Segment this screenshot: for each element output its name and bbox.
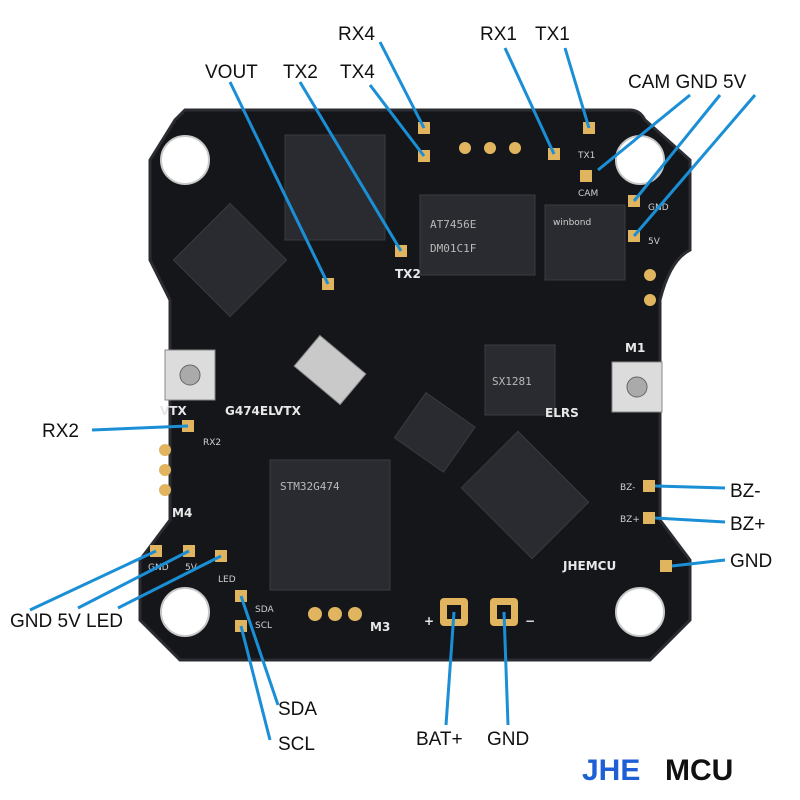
silk-sda: SDA: [255, 605, 274, 615]
mount-hole-top-left: [160, 135, 210, 185]
leader-gnd-top: [632, 94, 722, 202]
label-tx4: TX4: [340, 62, 375, 83]
flight-controller-board: AT7456E DM01C1F winbond STM32G474 SX1281: [138, 108, 692, 662]
leader-tx4: [368, 84, 426, 157]
silk-tx2: TX2: [395, 267, 421, 281]
esp-chip: [460, 430, 590, 560]
label-sda: SDA: [278, 699, 317, 720]
silk-m4: M4: [172, 506, 192, 520]
label-rx4: RX4: [338, 24, 375, 45]
label-tx1: TX1: [535, 24, 570, 45]
rx-chip: [484, 344, 556, 416]
leader-gnd-right: [671, 558, 726, 568]
silk-m3: M3: [370, 620, 390, 634]
label-bat-plus: BAT+: [416, 729, 463, 750]
brand-logo-part2: MCU: [665, 754, 733, 787]
leader-sda: [239, 595, 280, 706]
silk-bz-plus: BZ+: [620, 515, 640, 525]
brand-logo: JHE MCU: [582, 754, 733, 787]
label-vout: VOUT: [205, 62, 258, 83]
silk-vtx: VTX: [160, 404, 187, 418]
leader-tx1: [563, 47, 591, 129]
label-gnd-5v-led: GND 5V LED: [10, 611, 123, 632]
leader-gnd-left: [29, 549, 157, 612]
leader-vout: [228, 81, 330, 285]
silk-m1: M1: [625, 341, 645, 355]
silk-scl: SCL: [255, 621, 272, 631]
osd-chip-label-2: DM01C1F: [430, 242, 476, 255]
silk-led: LED: [218, 575, 236, 585]
vtx-chip: [393, 391, 476, 473]
label-rx2: RX2: [42, 421, 79, 442]
leader-bat-gnd: [502, 611, 510, 726]
mount-hole-top-right: [615, 135, 665, 185]
flash-chip: [544, 204, 626, 281]
silk-bz-minus: BZ-: [620, 483, 635, 493]
leader-cam: [597, 93, 691, 172]
pad-bz-minus: [643, 480, 655, 492]
regulator-chip: [172, 202, 288, 318]
pad-tx1: [583, 122, 595, 134]
silk-5v: 5V: [185, 563, 198, 573]
silk-brand: JHEMCU: [562, 559, 616, 573]
osd-chip-label: AT7456E: [430, 218, 476, 231]
silk-minus: −: [525, 614, 535, 628]
label-bz-plus: BZ+: [730, 514, 765, 535]
label-bz-minus: BZ-: [730, 481, 761, 502]
leader-led: [117, 554, 222, 610]
leader-tx2: [298, 81, 403, 252]
pad-bz-plus: [643, 512, 655, 524]
gyro-chip: [284, 134, 386, 241]
silk-rx2: RX2: [203, 438, 221, 448]
silk-model: G474ELVTX: [225, 404, 302, 418]
leader-rx2: [91, 424, 189, 432]
silk-5v-right: 5V: [648, 237, 661, 247]
leader-5v-left: [77, 549, 190, 610]
leader-rx4: [378, 41, 426, 129]
osd-chip: [419, 194, 536, 276]
leader-5v-top: [632, 94, 757, 237]
mount-hole-bottom-left: [160, 587, 210, 637]
label-tx2: TX2: [283, 62, 318, 83]
silk-tx1: TX1: [577, 151, 595, 161]
mcu-chip: [269, 459, 391, 591]
leader-bz-minus: [654, 484, 726, 490]
leader-rx1: [503, 47, 556, 155]
rx-chip-label: SX1281: [492, 375, 532, 388]
leader-scl: [239, 625, 272, 741]
pad-gnd-right: [660, 560, 672, 572]
inductor: [293, 334, 367, 406]
brand-logo-part1: JHE: [582, 754, 640, 787]
label-rx1: RX1: [480, 24, 517, 45]
label-cam-gnd-5v: CAM GND 5V: [628, 72, 747, 93]
mcu-chip-label: STM32G474: [280, 480, 340, 493]
mount-hole-bottom-right: [615, 587, 665, 637]
flash-chip-label: winbond: [553, 218, 591, 228]
pad-cam: [580, 170, 592, 182]
label-scl: SCL: [278, 734, 315, 755]
silk-cam: CAM: [578, 189, 598, 199]
label-gnd-right: GND: [730, 551, 772, 572]
leader-lines: [29, 41, 757, 741]
label-gnd-bottom: GND: [487, 729, 529, 750]
leader-bz-plus: [654, 516, 726, 524]
silk-elrs: ELRS: [545, 406, 579, 420]
leader-bat-plus: [444, 611, 456, 726]
silk-plus: +: [424, 614, 434, 628]
